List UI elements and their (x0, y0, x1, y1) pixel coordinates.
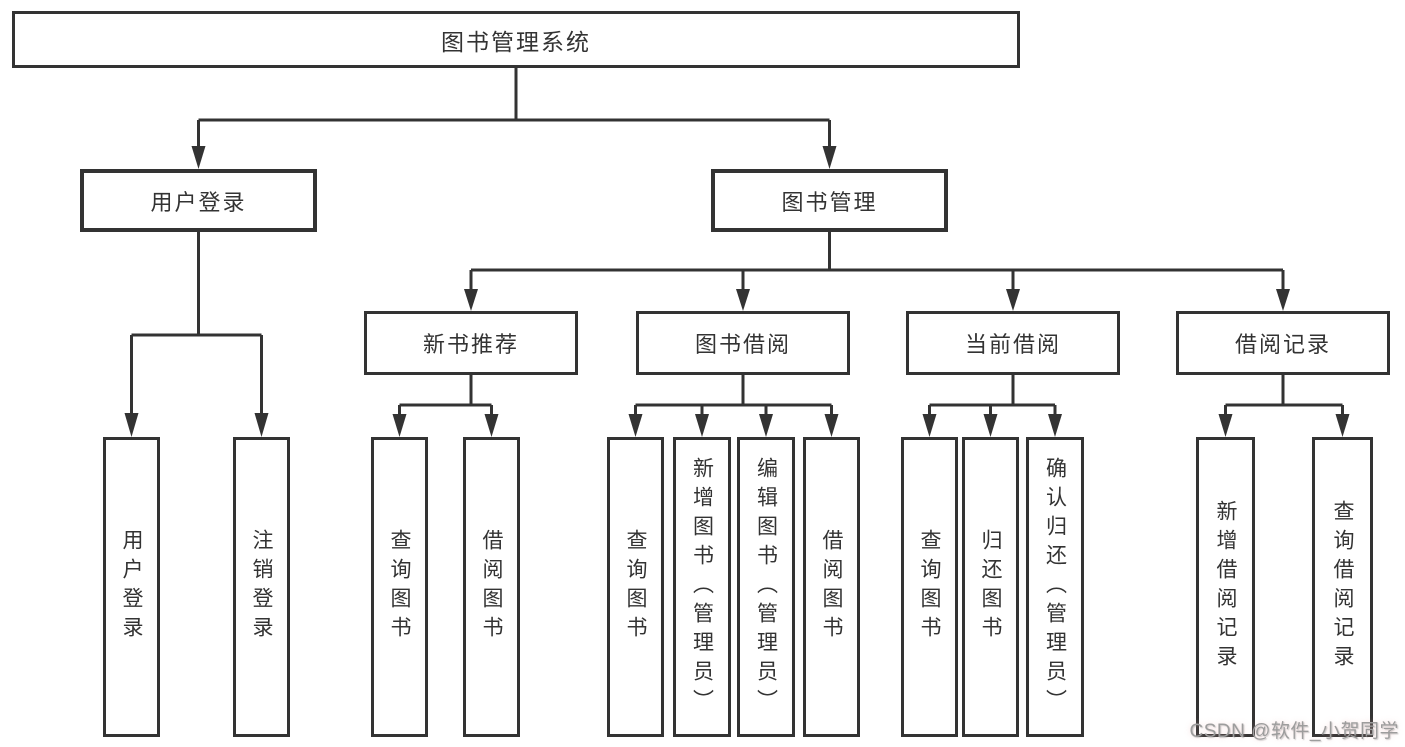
node-borrowing-records: 借阅记录 (1176, 311, 1390, 375)
leaf-user-login: 用户登录 (103, 437, 160, 737)
connector-book-borrow (634, 375, 833, 415)
node-current-borrowing: 当前借阅 (906, 311, 1120, 375)
node-book-management: 图书管理 (711, 169, 948, 232)
leaf-logout: 注销登录 (233, 437, 290, 737)
leaf-confirm-return-admin: 确认归还（管理员） (1026, 437, 1084, 737)
arrowheads (124, 146, 1350, 437)
leaf-return-books-label: 归还图书 (979, 529, 1002, 645)
leaf-borrow-books-recommend: 借阅图书 (463, 437, 520, 737)
connector-root (197, 68, 831, 148)
connector-current-borrow (928, 375, 1057, 415)
leaf-query-books-borrowing-label: 查询图书 (624, 529, 647, 645)
leaf-query-borrow-record-label: 查询借阅记录 (1331, 500, 1354, 674)
leaf-query-books-recommend: 查询图书 (371, 437, 428, 737)
leaf-borrow-books-borrowing-label: 借阅图书 (820, 529, 843, 645)
leaf-borrow-books-borrowing: 借阅图书 (803, 437, 860, 737)
leaf-query-books-current: 查询图书 (901, 437, 958, 737)
node-new-book-recommendation: 新书推荐 (364, 311, 578, 375)
node-user-login: 用户登录 (80, 169, 317, 232)
leaf-query-books-recommend-label: 查询图书 (388, 529, 411, 645)
leaf-add-books-admin-label: 新增图书（管理员） (690, 456, 714, 718)
leaf-confirm-return-admin-label: 确认归还（管理员） (1043, 456, 1067, 718)
node-book-borrowing: 图书借阅 (636, 311, 850, 375)
connector-new-book (398, 375, 493, 415)
leaf-add-borrow-record-label: 新增借阅记录 (1214, 500, 1237, 674)
leaf-add-books-admin: 新增图书（管理员） (673, 437, 731, 737)
leaf-borrow-books-recommend-label: 借阅图书 (480, 529, 503, 645)
leaf-add-borrow-record: 新增借阅记录 (1196, 437, 1255, 737)
leaf-query-borrow-record: 查询借阅记录 (1312, 437, 1373, 737)
connector-borrow-records (1224, 375, 1344, 415)
leaf-query-books-current-label: 查询图书 (918, 529, 941, 645)
leaf-user-login-label: 用户登录 (120, 529, 143, 645)
watermark: CSDN @软件_小贺同学 (1189, 721, 1399, 742)
leaf-query-books-borrowing: 查询图书 (607, 437, 664, 737)
leaf-logout-label: 注销登录 (250, 529, 273, 645)
leaf-edit-books-admin-label: 编辑图书（管理员） (754, 456, 778, 718)
leaf-edit-books-admin: 编辑图书（管理员） (737, 437, 795, 737)
connector-book-management (469, 232, 1285, 291)
leaf-return-books: 归还图书 (962, 437, 1019, 737)
connector-user-login (130, 232, 263, 415)
node-library-management-system: 图书管理系统 (12, 11, 1020, 68)
